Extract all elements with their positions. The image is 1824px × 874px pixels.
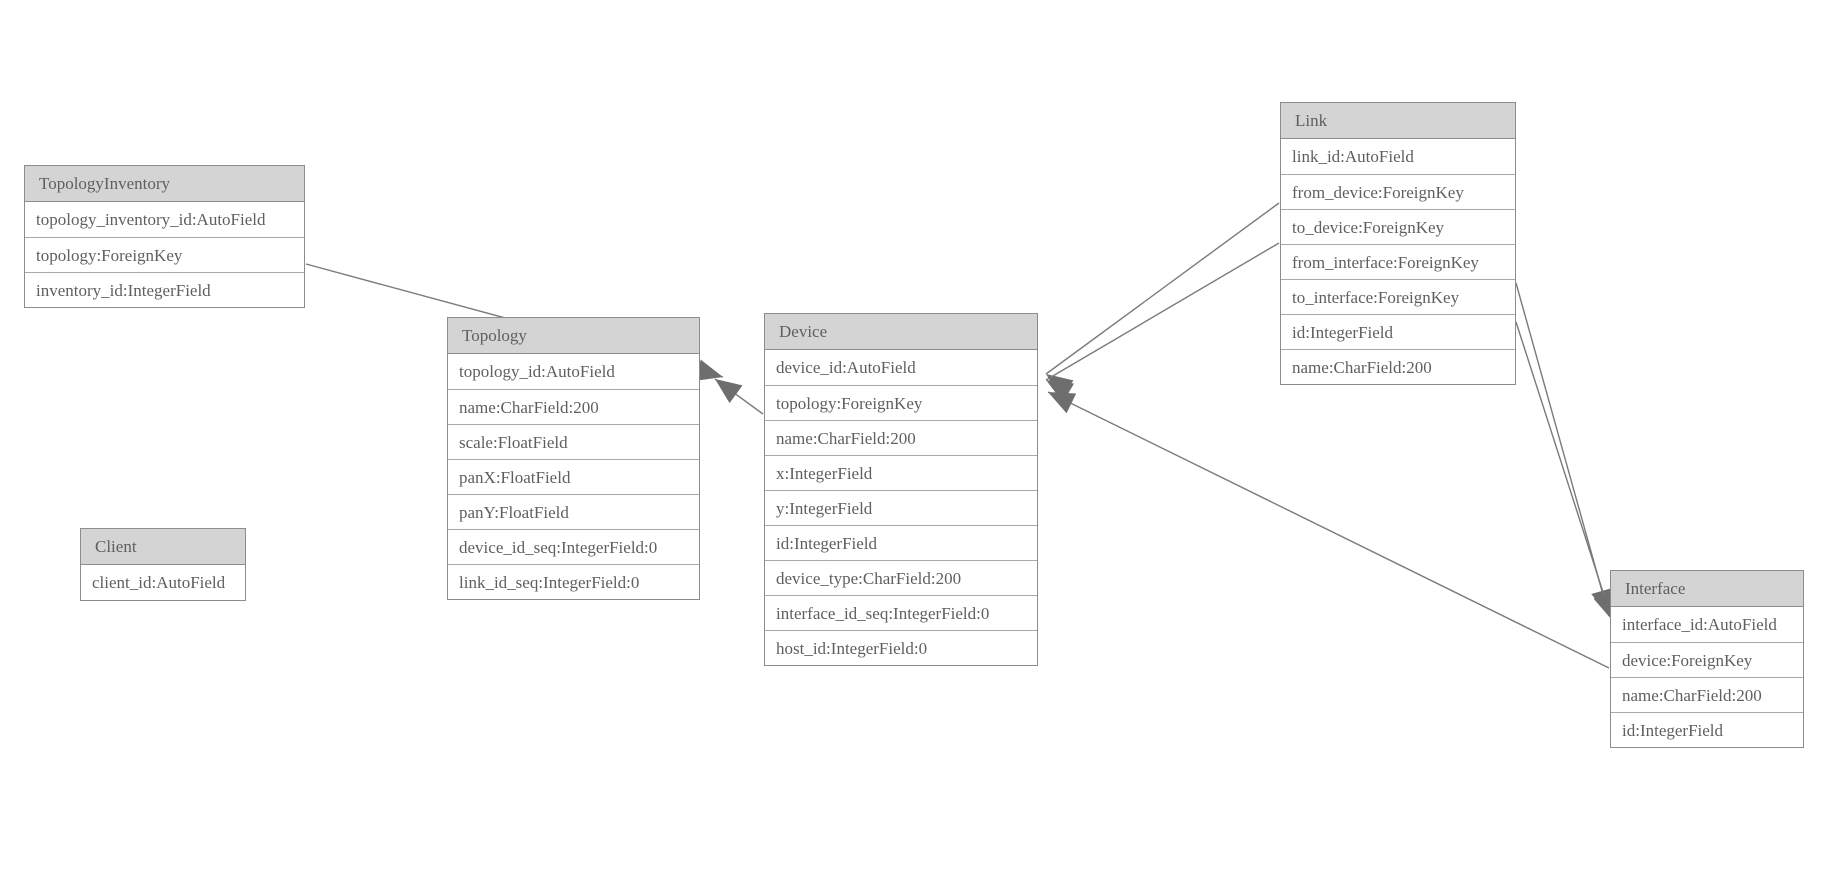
- entity-field[interactable]: id:IntegerField: [765, 525, 1037, 560]
- entity-field[interactable]: client_id:AutoField: [81, 565, 245, 600]
- entity-title-topology: Topology: [448, 318, 699, 354]
- relationship-line: [1047, 391, 1610, 669]
- entity-field[interactable]: x:IntegerField: [765, 455, 1037, 490]
- entity-field[interactable]: topology:ForeignKey: [25, 237, 304, 272]
- relationship-line: [714, 378, 764, 415]
- entity-field[interactable]: name:CharField:200: [1611, 677, 1803, 712]
- entity-field[interactable]: name:CharField:200: [448, 389, 699, 424]
- entity-field[interactable]: device_id_seq:IntegerField:0: [448, 529, 699, 564]
- entity-field[interactable]: topology:ForeignKey: [765, 385, 1037, 420]
- relationship-line: [1045, 242, 1280, 381]
- arrowhead-icon: [715, 379, 743, 404]
- entity-title-link: Link: [1281, 103, 1515, 139]
- relationship-link-from-device: [1045, 202, 1280, 399]
- entity-title-client: Client: [81, 529, 245, 565]
- entity-field[interactable]: name:CharField:200: [1281, 349, 1515, 384]
- entity-field[interactable]: link_id:AutoField: [1281, 139, 1515, 174]
- entity-field[interactable]: panY:FloatField: [448, 494, 699, 529]
- entity-field[interactable]: inventory_id:IntegerField: [25, 272, 304, 307]
- entity-field[interactable]: device:ForeignKey: [1611, 642, 1803, 677]
- arrowhead-icon: [1046, 380, 1075, 403]
- entity-field[interactable]: device_type:CharField:200: [765, 560, 1037, 595]
- relationship-link-to-device: [1045, 242, 1280, 403]
- entity-title-device: Device: [765, 314, 1037, 350]
- relationship-interface-device: [1047, 391, 1610, 669]
- entity-field[interactable]: interface_id_seq:IntegerField:0: [765, 595, 1037, 630]
- entity-field[interactable]: id:IntegerField: [1281, 314, 1515, 349]
- entity-field[interactable]: name:CharField:200: [765, 420, 1037, 455]
- entity-field[interactable]: y:IntegerField: [765, 490, 1037, 525]
- entity-field[interactable]: scale:FloatField: [448, 424, 699, 459]
- relationship-link-from-interface: [1515, 282, 1613, 617]
- entity-field[interactable]: from_interface:ForeignKey: [1281, 244, 1515, 279]
- entity-field[interactable]: to_device:ForeignKey: [1281, 209, 1515, 244]
- arrowhead-icon: [1046, 374, 1074, 399]
- entity-field[interactable]: panX:FloatField: [448, 459, 699, 494]
- entity-field[interactable]: to_interface:ForeignKey: [1281, 279, 1515, 314]
- entity-field[interactable]: id:IntegerField: [1611, 712, 1803, 747]
- entity-field[interactable]: from_device:ForeignKey: [1281, 174, 1515, 209]
- entity-field[interactable]: link_id_seq:IntegerField:0: [448, 564, 699, 599]
- entity-field[interactable]: host_id:IntegerField:0: [765, 630, 1037, 665]
- relationship-line: [1515, 282, 1610, 617]
- relationship-line: [1515, 321, 1613, 621]
- entity-title-topology-inventory: TopologyInventory: [25, 166, 304, 202]
- relationship-link-to-interface: [1515, 321, 1615, 621]
- entity-field[interactable]: device_id:AutoField: [765, 350, 1037, 385]
- arrowhead-icon: [1048, 392, 1077, 414]
- entity-field[interactable]: topology_inventory_id:AutoField: [25, 202, 304, 237]
- entity-field[interactable]: interface_id:AutoField: [1611, 607, 1803, 642]
- entity-title-interface: Interface: [1611, 571, 1803, 607]
- relationship-device-topology: [714, 378, 764, 415]
- entity-field[interactable]: topology_id:AutoField: [448, 354, 699, 389]
- relationship-line: [1045, 202, 1280, 375]
